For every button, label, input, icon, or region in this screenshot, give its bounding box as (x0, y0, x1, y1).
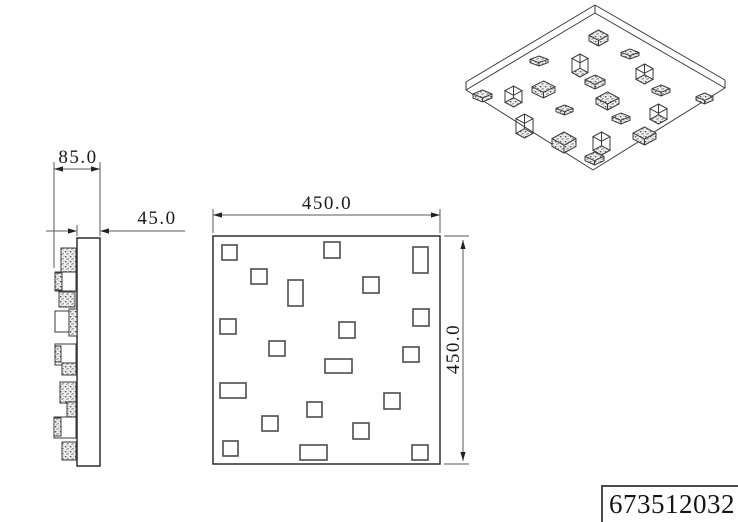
dimension-label-thickness: 45.0 (137, 208, 177, 229)
isometric-view (465, 4, 726, 171)
dimension-label-width: 450.0 (301, 193, 353, 214)
dimension-label-depth: 85.0 (58, 147, 98, 168)
part-number: 673512032 (609, 489, 735, 519)
part-number-box: 673512032 (601, 485, 738, 522)
dimension-label-height: 450.0 (443, 323, 464, 375)
dimension-lines (46, 162, 469, 465)
side-view (53, 237, 101, 467)
plan-view (212, 235, 441, 465)
